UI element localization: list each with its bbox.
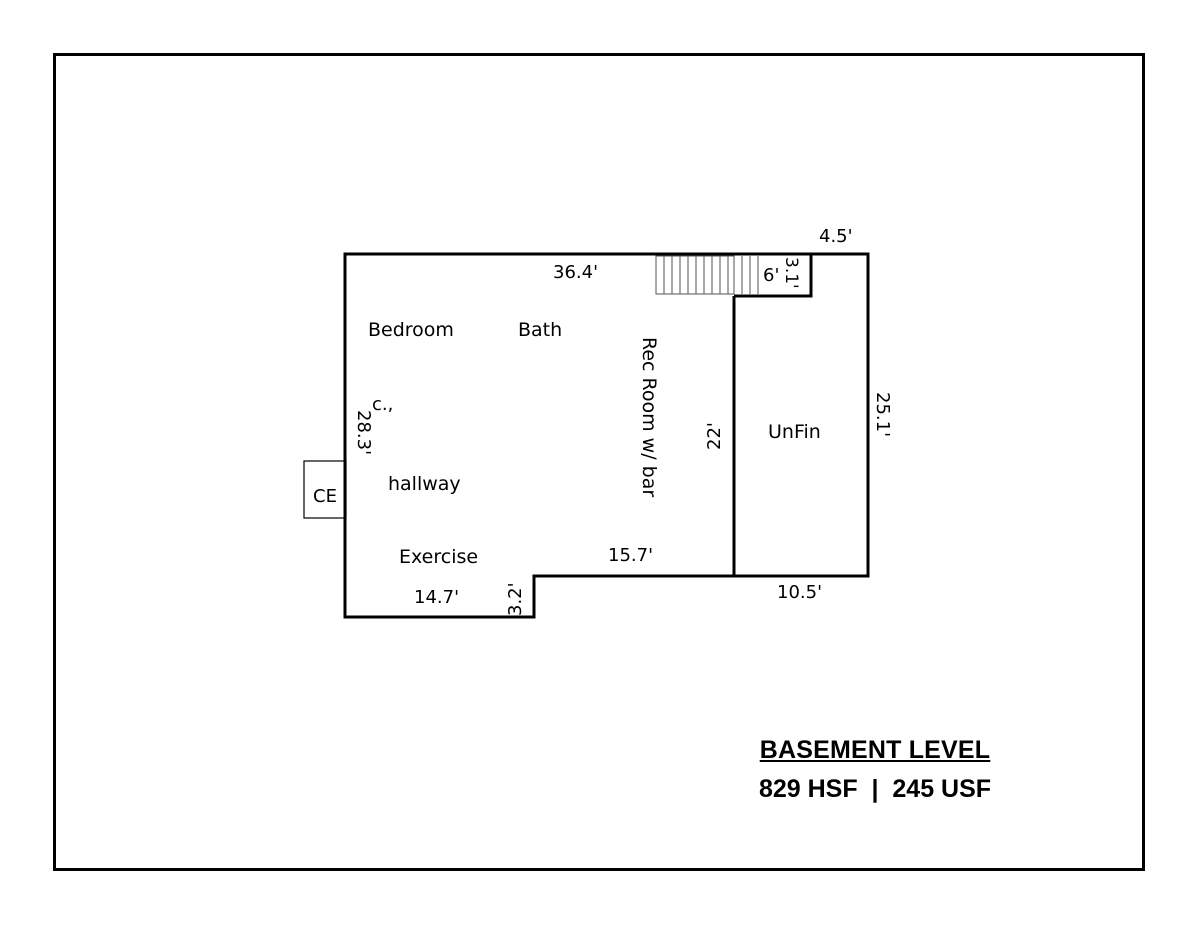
- dim-stair-width: 4.5': [819, 226, 853, 247]
- room-label-exercise: Exercise: [399, 546, 478, 568]
- dim-left-height: 28.3': [353, 410, 374, 455]
- exterior-wall: [343, 252, 870, 619]
- dim-partition-height: 22': [704, 422, 725, 450]
- dim-exercise-bottom: 14.7': [414, 587, 459, 608]
- room-label-bedroom: Bedroom: [368, 319, 454, 341]
- dim-step-height: 3.2': [505, 582, 526, 616]
- stair-landing-wall: [734, 254, 813, 298]
- room-label-rec-room: Rec Room w/ bar: [638, 337, 660, 497]
- room-label-bath: Bath: [518, 319, 562, 341]
- room-label-closet: c.,: [372, 394, 393, 415]
- ce-box: [303, 460, 347, 519]
- level-title: BASEMENT LEVEL: [759, 736, 991, 764]
- drawing-frame: [53, 53, 1145, 871]
- dim-stair-inner: 6': [763, 265, 779, 286]
- area-summary: 829 HSF | 245 USF: [758, 775, 992, 803]
- staircase: [655, 255, 759, 295]
- dim-top-width: 36.4': [553, 262, 598, 283]
- room-label-hallway: hallway: [388, 473, 461, 495]
- ce-label: CE: [313, 486, 337, 507]
- level-summary: BASEMENT LEVEL 829 HSF | 245 USF: [740, 736, 1010, 804]
- dim-stair-depth: 3.1': [781, 257, 801, 289]
- dim-unfin-bottom: 10.5': [777, 582, 822, 603]
- dim-rec-bottom: 15.7': [608, 545, 653, 566]
- room-label-unfin: UnFin: [768, 421, 821, 443]
- dim-right-height: 25.1': [872, 392, 893, 437]
